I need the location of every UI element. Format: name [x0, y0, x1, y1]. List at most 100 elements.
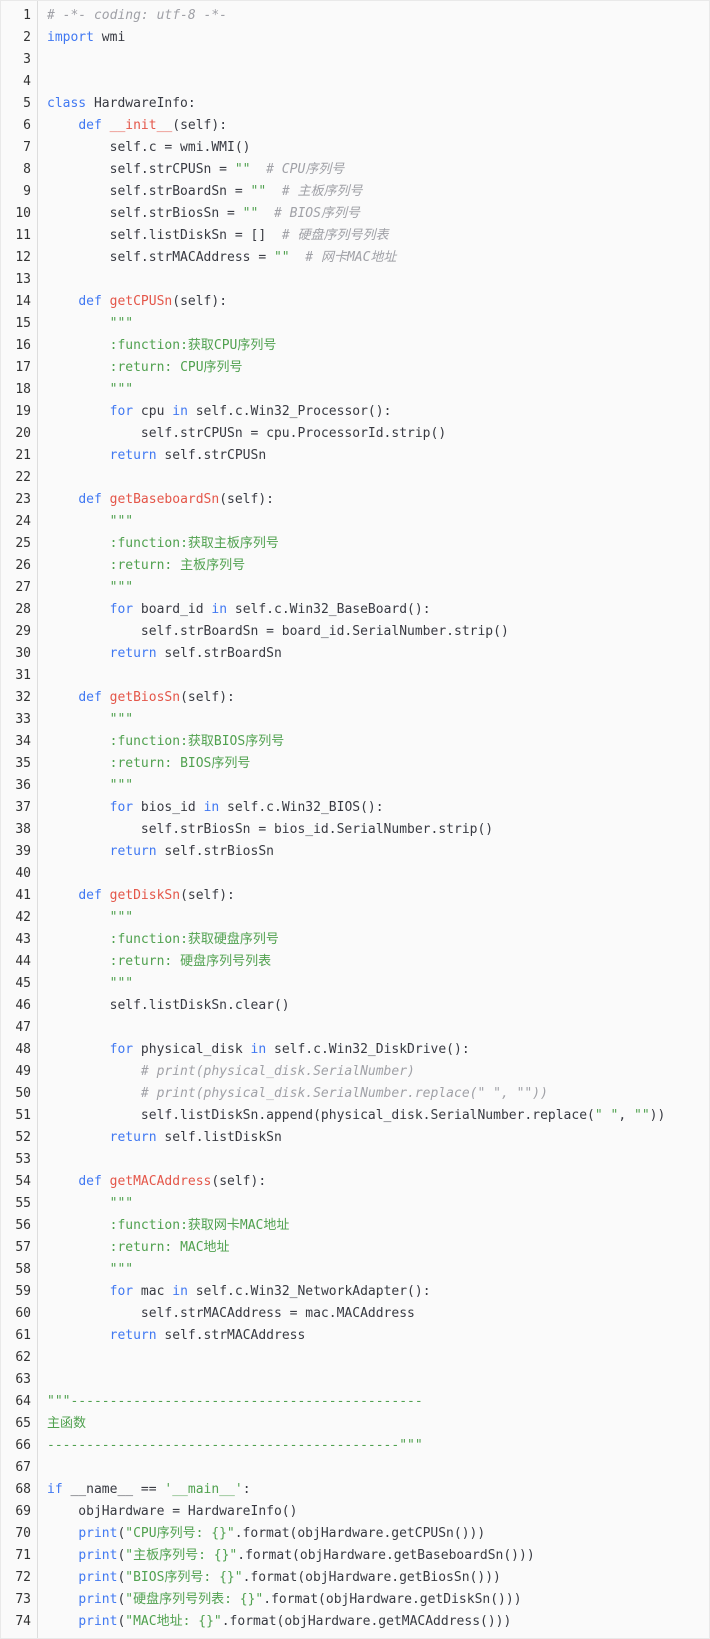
code-token: "MAC地址: {}" — [125, 1614, 222, 1629]
code-token — [102, 118, 110, 133]
code-token: ( — [117, 1570, 126, 1585]
code-line: 70 print("CPU序列号: {}".format(objHardware… — [1, 1523, 709, 1545]
code-token: mac — [133, 1284, 173, 1299]
line-number: 13 — [15, 272, 31, 287]
code-token: objHardware = HardwareInfo() — [47, 1504, 298, 1519]
code-line: 17 :return: CPU序列号 — [1, 357, 709, 379]
code-token: getMACAddress — [109, 1174, 212, 1189]
line-number: 53 — [15, 1152, 31, 1167]
line-number: 48 — [15, 1042, 31, 1057]
line-number: 28 — [15, 602, 31, 617]
code-token: self.listDiskSn — [156, 1130, 282, 1145]
line-number: 6 — [23, 118, 31, 133]
code-token: self.strMACAddress = mac.MACAddress — [47, 1306, 415, 1321]
code-token: def — [78, 294, 102, 309]
code-token — [47, 1042, 110, 1057]
code-text: """ — [47, 1259, 133, 1281]
code-token: (self): — [172, 118, 228, 133]
code-token — [47, 1262, 110, 1277]
code-token: ( — [117, 1526, 126, 1541]
line-number: 61 — [15, 1328, 31, 1343]
code-token — [47, 118, 78, 133]
code-token: for — [109, 404, 134, 419]
code-text: for cpu in self.c.Win32_Processor(): — [47, 401, 392, 423]
line-number: 26 — [15, 558, 31, 573]
line-number: 60 — [15, 1306, 31, 1321]
code-token: print — [78, 1548, 118, 1563]
code-token: self.listDiskSn.append(physical_disk.Ser… — [47, 1108, 595, 1123]
line-number: 50 — [15, 1086, 31, 1101]
line-number: 3 — [23, 52, 31, 67]
code-token: for — [109, 602, 134, 617]
code-token: )) — [649, 1108, 666, 1123]
code-token: print — [78, 1614, 118, 1629]
line-number: 46 — [15, 998, 31, 1013]
code-line: 31 — [1, 665, 709, 687]
code-token: cpu — [133, 404, 173, 419]
code-token: return — [109, 844, 157, 859]
code-token: "" — [273, 250, 290, 265]
code-line: 37 for bios_id in self.c.Win32_BIOS(): — [1, 797, 709, 819]
code-line: 25 :function:获取主板序列号 — [1, 533, 709, 555]
code-text: :function:获取硬盘序列号 — [47, 929, 279, 951]
code-token — [266, 184, 282, 199]
line-number: 41 — [15, 888, 31, 903]
line-number: 51 — [15, 1108, 31, 1123]
line-number: 58 — [15, 1262, 31, 1277]
code-token: .format(objHardware.getBaseboardSn())) — [237, 1548, 535, 1563]
code-text: :return: BIOS序列号 — [47, 753, 251, 775]
line-number: 43 — [15, 932, 31, 947]
line-number: 71 — [15, 1548, 31, 1563]
code-text: print("主板序列号: {}".format(objHardware.get… — [47, 1545, 535, 1567]
line-number: 21 — [15, 448, 31, 463]
code-text: self.listDiskSn = [] # 硬盘序列号列表 — [47, 225, 389, 247]
line-number: 5 — [23, 96, 31, 111]
code-text: self.listDiskSn.append(physical_disk.Ser… — [47, 1105, 665, 1127]
code-token: """ — [109, 778, 134, 793]
line-number: 39 — [15, 844, 31, 859]
code-text: self.strMACAddress = "" # 网卡MAC地址 — [47, 247, 397, 269]
code-token: ( — [117, 1614, 126, 1629]
line-number: 67 — [15, 1460, 31, 1475]
code-line: 50 # print(physical_disk.SerialNumber.re… — [1, 1083, 709, 1105]
code-text: def getMACAddress(self): — [47, 1171, 266, 1193]
code-token — [47, 536, 110, 551]
line-number: 17 — [15, 360, 31, 375]
code-token: self.strMACAddress = — [47, 250, 274, 265]
code-token: for — [109, 1042, 134, 1057]
code-line: 20 self.strCPUSn = cpu.ProcessorId.strip… — [1, 423, 709, 445]
code-text: if __name__ == '__main__': — [47, 1479, 251, 1501]
code-line: 39 return self.strBiosSn — [1, 841, 709, 863]
code-token: HardwareInfo: — [86, 96, 196, 111]
line-number: 24 — [15, 514, 31, 529]
code-token: :return: CPU序列号 — [109, 360, 243, 375]
code-text: """ — [47, 973, 133, 995]
code-token: # 硬盘序列号列表 — [281, 228, 389, 243]
line-number: 54 — [15, 1174, 31, 1189]
code-token: in — [203, 800, 220, 815]
line-number: 44 — [15, 954, 31, 969]
code-line: 41 def getDiskSn(self): — [1, 885, 709, 907]
code-token: self.strBoardSn = board_id.SerialNumber.… — [47, 624, 509, 639]
code-text: """ — [47, 379, 133, 401]
code-token — [47, 316, 110, 331]
code-line: 38 self.strBiosSn = bios_id.SerialNumber… — [1, 819, 709, 841]
code-text: return self.strBiosSn — [47, 841, 274, 863]
code-text: self.strCPUSn = "" # CPU序列号 — [47, 159, 345, 181]
code-line: 64"""-----------------------------------… — [1, 1391, 709, 1413]
code-line: 54 def getMACAddress(self): — [1, 1171, 709, 1193]
code-text: """ — [47, 577, 133, 599]
code-token: self.strCPUSn — [156, 448, 267, 463]
code-text: def __init__(self): — [47, 115, 227, 137]
line-number: 18 — [15, 382, 31, 397]
line-number: 9 — [23, 184, 31, 199]
code-line: 22 — [1, 467, 709, 489]
code-text: for mac in self.c.Win32_NetworkAdapter()… — [47, 1281, 431, 1303]
code-text: """ — [47, 709, 133, 731]
line-number: 47 — [15, 1020, 31, 1035]
code-token — [47, 712, 110, 727]
code-text: self.strBoardSn = board_id.SerialNumber.… — [47, 621, 509, 643]
code-token: (self): — [211, 1174, 267, 1189]
